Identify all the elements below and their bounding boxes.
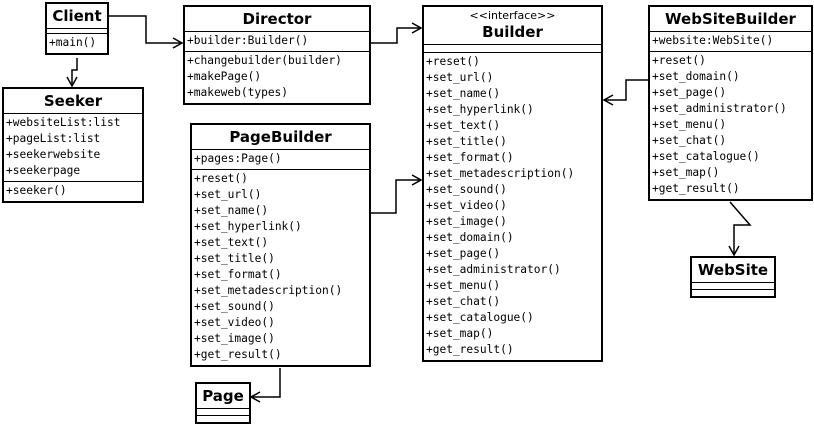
pagebuilder-to-builder-arrow xyxy=(371,174,423,214)
method: +set_chat() xyxy=(426,295,501,308)
class-name: Page xyxy=(197,384,249,409)
method: +reset() xyxy=(194,172,248,185)
class-name-header: <<interface>> Builder xyxy=(424,7,601,45)
class-name: Director xyxy=(185,7,369,32)
attributes-section: +website:WebSite() xyxy=(650,32,811,52)
method: +set_catalogue() xyxy=(652,150,760,163)
method: +set_catalogue() xyxy=(426,311,534,324)
websitebuilder-to-builder-arrow xyxy=(602,79,649,106)
method: +set_domain() xyxy=(652,70,740,83)
method: +set_url() xyxy=(426,71,494,84)
websitebuilder-to-website-arrow xyxy=(728,201,752,257)
attribute: +builder:Builder() xyxy=(187,34,309,47)
method: +set_hyperlink() xyxy=(426,103,534,116)
client-to-seeker-arrow xyxy=(66,58,78,88)
attributes-section xyxy=(47,29,107,34)
method: +get_result() xyxy=(194,348,282,361)
method: +set_text() xyxy=(194,236,269,249)
method: +makeweb(types) xyxy=(187,86,289,99)
methods-section: +main() xyxy=(47,34,107,53)
method: +set_name() xyxy=(426,87,501,100)
method: +set_menu() xyxy=(652,118,727,131)
method: +set_metadescription() xyxy=(194,284,343,297)
method: +set_administrator() xyxy=(652,102,787,115)
methods-section: +seeker() xyxy=(4,182,142,201)
methods-section: +reset() +set_domain() +set_page() +set_… xyxy=(650,52,811,199)
attributes-section xyxy=(424,45,601,53)
methods-section: +changebuilder(builder) +makePage() +mak… xyxy=(185,52,369,103)
attribute: +seekerwebsite xyxy=(6,148,101,161)
class-name: Client xyxy=(47,4,107,29)
method: +set_domain() xyxy=(426,231,514,244)
method: +get_result() xyxy=(652,182,740,195)
method: +set_map() xyxy=(426,327,494,340)
director-class: Director +builder:Builder() +changebuild… xyxy=(183,5,371,105)
method: +set_name() xyxy=(194,204,269,217)
method: +reset() xyxy=(652,54,706,67)
class-name: Builder xyxy=(482,23,543,41)
method: +changebuilder(builder) xyxy=(187,54,342,67)
website-class: WebSite xyxy=(690,256,776,298)
pagebuilder-to-page-arrow xyxy=(249,368,281,403)
method: +get_result() xyxy=(426,343,514,356)
attribute: +seekerpage xyxy=(6,164,81,177)
method: +set_page() xyxy=(426,247,501,260)
builder-interface: <<interface>> Builder +reset() +set_url(… xyxy=(422,5,603,362)
methods-section xyxy=(692,290,774,296)
method: +set_image() xyxy=(426,215,507,228)
attributes-section: +websiteList:list +pageList:list +seeker… xyxy=(4,114,142,182)
method: +set_page() xyxy=(652,86,727,99)
method: +set_format() xyxy=(426,151,514,164)
method: +set_sound() xyxy=(426,183,507,196)
class-name: PageBuilder xyxy=(192,125,369,150)
method: +set_title() xyxy=(426,135,507,148)
method: +seeker() xyxy=(6,184,67,197)
class-name: WebSiteBuilder xyxy=(650,7,811,32)
attributes-section: +builder:Builder() xyxy=(185,32,369,52)
method: +set_video() xyxy=(194,316,275,329)
method: +set_hyperlink() xyxy=(194,220,302,233)
stereotype: <<interface>> xyxy=(469,9,556,22)
attribute: +website:WebSite() xyxy=(652,34,774,47)
method: +set_map() xyxy=(652,166,720,179)
attribute: +websiteList:list xyxy=(6,116,121,129)
client-class: Client +main() xyxy=(45,2,109,55)
websitebuilder-class: WebSiteBuilder +website:WebSite() +reset… xyxy=(648,5,813,201)
client-to-director-arrow xyxy=(109,15,184,49)
method: +set_sound() xyxy=(194,300,275,313)
methods-section: +reset() +set_url() +set_name() +set_hyp… xyxy=(424,53,601,360)
method: +set_administrator() xyxy=(426,263,561,276)
director-to-builder-arrow xyxy=(371,22,423,44)
method: +set_url() xyxy=(194,188,262,201)
method: +set_video() xyxy=(426,199,507,212)
class-name: WebSite xyxy=(692,258,774,283)
method: +set_metadescription() xyxy=(426,167,575,180)
method: +set_title() xyxy=(194,252,275,265)
methods-section xyxy=(197,416,249,422)
page-class: Page xyxy=(195,382,251,424)
attribute: +pageList:list xyxy=(6,132,101,145)
method: +makePage() xyxy=(187,70,262,83)
method: +set_format() xyxy=(194,268,282,281)
attribute: +pages:Page() xyxy=(194,152,282,165)
method: +set_text() xyxy=(426,119,501,132)
attributes-section xyxy=(197,409,249,416)
method: +set_menu() xyxy=(426,279,501,292)
attributes-section xyxy=(692,283,774,290)
method: +set_chat() xyxy=(652,134,727,147)
methods-section: +reset() +set_url() +set_name() +set_hyp… xyxy=(192,170,369,365)
seeker-class: Seeker +websiteList:list +pageList:list … xyxy=(2,87,144,203)
attributes-section: +pages:Page() xyxy=(192,150,369,170)
pagebuilder-class: PageBuilder +pages:Page() +reset() +set_… xyxy=(190,123,371,367)
class-name: Seeker xyxy=(4,89,142,114)
method: +reset() xyxy=(426,55,480,68)
method: +main() xyxy=(49,36,97,49)
method: +set_image() xyxy=(194,332,275,345)
